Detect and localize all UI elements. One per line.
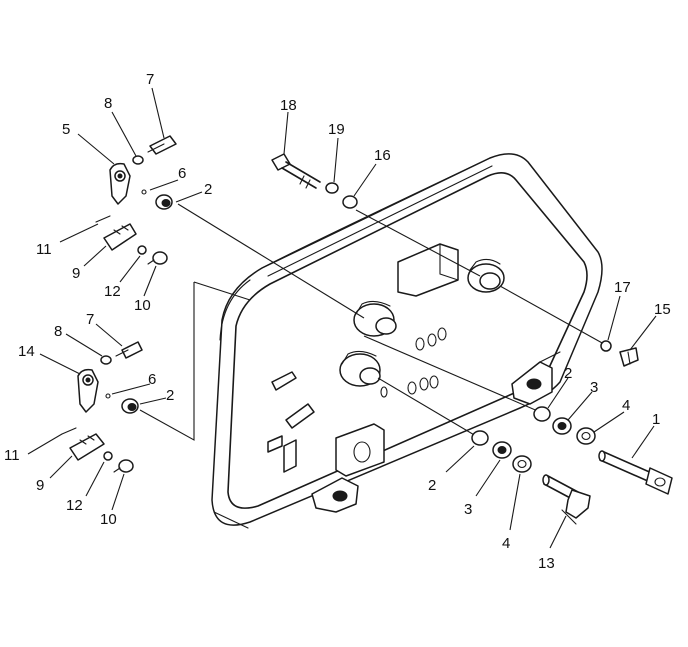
- part-8-nut-lower: [100, 355, 112, 365]
- panel-boss-middle: [353, 300, 397, 337]
- assembly-leader-lines: [139, 203, 605, 441]
- part-2-bushing-lower-center: [471, 430, 489, 446]
- part-12-washer-upper: [137, 245, 147, 255]
- part-11-spring-upper: [95, 215, 111, 223]
- part-4-washer-lower-center: [512, 455, 532, 473]
- callout-11-lower: 11: [4, 447, 20, 464]
- callout-labels: 7 8 5 6 2 18 19 16 11 9 12 10 17 15 8 7 …: [4, 71, 671, 572]
- part-9-plate-lower: [69, 433, 105, 461]
- callout-15: 15: [654, 301, 671, 318]
- panel-boss-lower: [339, 350, 381, 387]
- callout-2-right: 2: [564, 365, 572, 382]
- part-8-nut-upper: [132, 155, 144, 165]
- part-7-bolt-upper: [147, 135, 177, 155]
- callout-3-lower-center: 3: [464, 501, 472, 518]
- callout-17: 17: [614, 279, 631, 296]
- callout-12-lower: 12: [66, 497, 83, 514]
- panel-bracket-left: [311, 477, 359, 513]
- part-5-clamp-upper: [109, 162, 131, 205]
- callout-4-right: 4: [622, 397, 630, 414]
- callout-18: 18: [280, 97, 297, 114]
- part-6-pin-lower: [105, 393, 111, 399]
- part-1-shaft: [598, 450, 673, 495]
- callout-2-lower-center: 2: [428, 477, 436, 494]
- part-13-lever-shaft: [542, 474, 591, 525]
- part-4-washer-right: [576, 427, 596, 445]
- callout-8-lower: 8: [54, 323, 62, 340]
- panel-bracket-right: [511, 351, 561, 405]
- part-16-nut: [342, 195, 358, 209]
- panel-pad-upper: [397, 243, 459, 297]
- part-7-bolt-lower: [115, 341, 143, 359]
- callout-19: 19: [328, 121, 345, 138]
- part-6-pin-upper: [141, 189, 147, 195]
- main-cover-panel: [211, 153, 603, 529]
- panel-small-holes: [380, 327, 447, 398]
- panel-pad-lower: [335, 423, 385, 477]
- callout-13: 13: [538, 555, 555, 572]
- callout-5: 5: [62, 121, 70, 138]
- callout-10-lower: 10: [100, 511, 117, 528]
- callout-11-upper: 11: [36, 241, 52, 258]
- callout-4-lower-center: 4: [502, 535, 510, 552]
- callout-9-upper: 9: [72, 265, 80, 282]
- callout-12-upper: 12: [104, 283, 121, 300]
- callout-2-lower-left: 2: [166, 387, 174, 404]
- callout-16: 16: [374, 147, 391, 164]
- callout-7-lower: 7: [86, 311, 94, 328]
- callout-14: 14: [18, 343, 35, 360]
- panel-slots: [267, 371, 315, 473]
- part-2-bushing-right: [533, 406, 551, 422]
- part-9-plate-upper: [103, 223, 137, 251]
- part-14-clamp-lower: [77, 368, 99, 413]
- part-19-washer: [325, 182, 339, 194]
- callout-2-upper: 2: [204, 181, 212, 198]
- callout-1: 1: [652, 411, 660, 428]
- callout-10-upper: 10: [134, 297, 151, 314]
- callout-leaders: [27, 87, 657, 549]
- part-2-bushing-lower-left: [121, 398, 139, 414]
- callout-8-upper: 8: [104, 95, 112, 112]
- part-18-long-bolt: [271, 153, 321, 189]
- part-3-collar-lower-center: [492, 441, 512, 459]
- part-17-ring: [600, 340, 612, 352]
- part-3-collar-right: [552, 417, 572, 435]
- callout-6-lower: 6: [148, 371, 156, 388]
- callout-3-right: 3: [590, 379, 598, 396]
- part-10-screw-upper: [147, 251, 168, 265]
- part-10-screw-lower: [113, 459, 134, 473]
- part-2-bushing-upper: [155, 194, 173, 210]
- part-12-washer-lower: [103, 451, 113, 461]
- callout-7-upper: 7: [146, 71, 154, 88]
- callout-6-upper: 6: [178, 165, 186, 182]
- part-11-spring-lower: [61, 427, 77, 435]
- part-15-screw: [619, 347, 639, 367]
- panel-boss-upper: [467, 258, 505, 293]
- callout-9-lower: 9: [36, 477, 44, 494]
